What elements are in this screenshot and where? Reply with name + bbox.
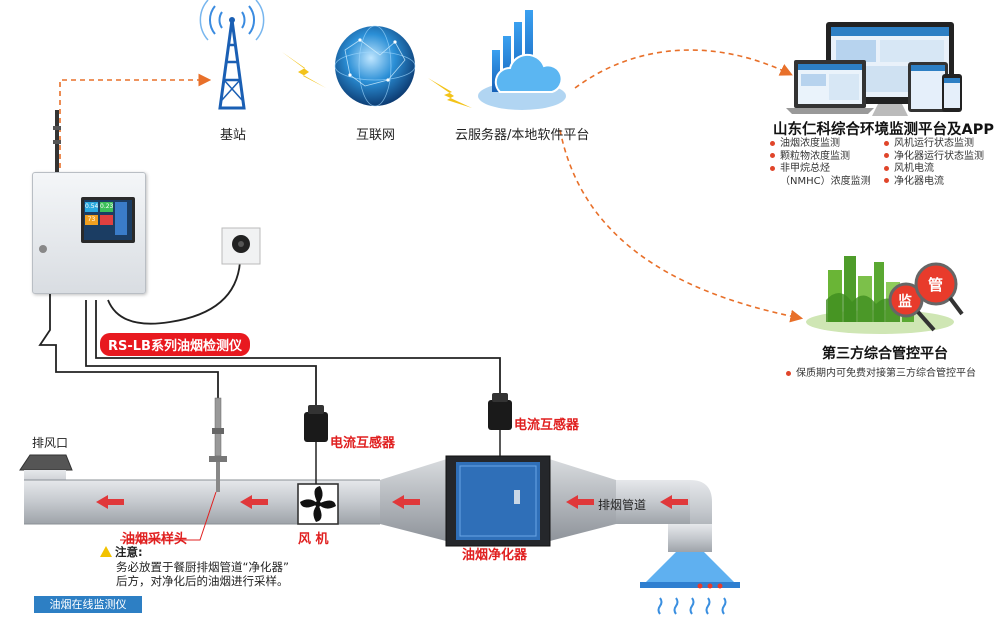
clamp-sensor-icon [304,405,328,484]
warning-icon [100,546,112,557]
supervise-glyph: 管 [928,276,944,294]
rs-series-badge: RS-LB系列油烟检测仪 [100,333,250,356]
power-cable [107,261,241,325]
sampling-probe-icon [209,397,227,492]
feature-item: 颗粒物浓度监测 [770,151,871,164]
screen-panel [115,202,127,235]
feature-list-left: 油烟浓度监测 颗粒物浓度监测 非甲烷总烃 （NMHC）浓度监测 [770,138,871,188]
monitor-screen: 0.54 0.23 73 [81,197,135,243]
note-block: 注意: 务必放置于餐厨排烟管道“净化器” 后方，对净化后的油烟进行采样。 [100,545,289,589]
link-cloud-thirdparty [559,129,804,323]
third-party-title: 第三方综合管控平台 [822,346,948,362]
platform-title: 山东仁科综合环境监测平台及APP [773,122,994,138]
link-monitor-tower [59,73,212,168]
flow-arrows [96,495,688,509]
internet-label: 互联网 [356,128,396,143]
exhaust-outlet-label: 排风口 [32,436,69,450]
city-supervision-icon [806,256,964,334]
feature-item: 风机电流 [884,163,984,176]
globe-icon [334,25,416,107]
note-line: 务必放置于餐厨排烟管道“净化器” [116,559,289,574]
clamp-sensor-icon [488,393,512,456]
supervise-glyph: 监 [898,294,912,310]
note-title: 注意: [115,545,143,559]
tower-icon [199,0,265,110]
cable-purifier-sensor [95,300,501,400]
base-station-label: 基站 [220,128,247,143]
fan-label: 风 机 [298,532,329,547]
feature-item: （NMHC）浓度监测 [780,175,871,187]
cloud-server-icon [478,10,566,110]
screen-tile [100,215,113,225]
cloud-label: 云服务器/本地软件平台 [455,128,590,143]
feature-item: 净化器电流 [884,176,984,189]
monitor-device: 0.54 0.23 73 [32,172,146,294]
current-sensor-label: 电流互感器 [330,436,396,451]
feature-item: 净化器运行状态监测 [884,151,984,164]
purifier-label: 油烟净化器 [462,548,528,563]
screen-tile: 0.54 [85,202,99,212]
fan-icon [297,483,339,525]
signal-bolt-icon [282,52,326,88]
monitor-title: 油烟在线监测仪 [34,596,142,613]
feature-item: 油烟浓度监测 [770,138,871,151]
devices-icon [786,22,962,116]
feature-item: 非甲烷总烃 [770,163,871,176]
signal-bolt-icon [428,78,472,108]
screen-tile: 0.23 [100,202,114,212]
note-line: 后方，对净化后的油烟进行采样。 [116,574,289,588]
sampling-head-label: 油烟采样头 [122,532,188,547]
purifier-unit [445,455,551,547]
current-sensor-label: 电流互感器 [514,418,580,433]
cable-fan-sensor [85,300,317,420]
feature-list-right: 风机运行状态监测 净化器运行状态监测 风机电流 净化器电流 [884,138,984,188]
lock-icon [39,245,47,253]
exhaust-duct-label: 排烟管道 [598,498,647,512]
screen-tile: 73 [85,215,98,225]
hood-icon [640,552,740,615]
cable-sampling [38,293,219,430]
power-socket-icon [221,227,261,265]
feature-item: 风机运行状态监测 [884,138,984,151]
callout-line [120,491,217,541]
link-cloud-platform [574,49,793,89]
third-party-note: 保质期内可免费对接第三方综合管控平台 [786,364,976,379]
